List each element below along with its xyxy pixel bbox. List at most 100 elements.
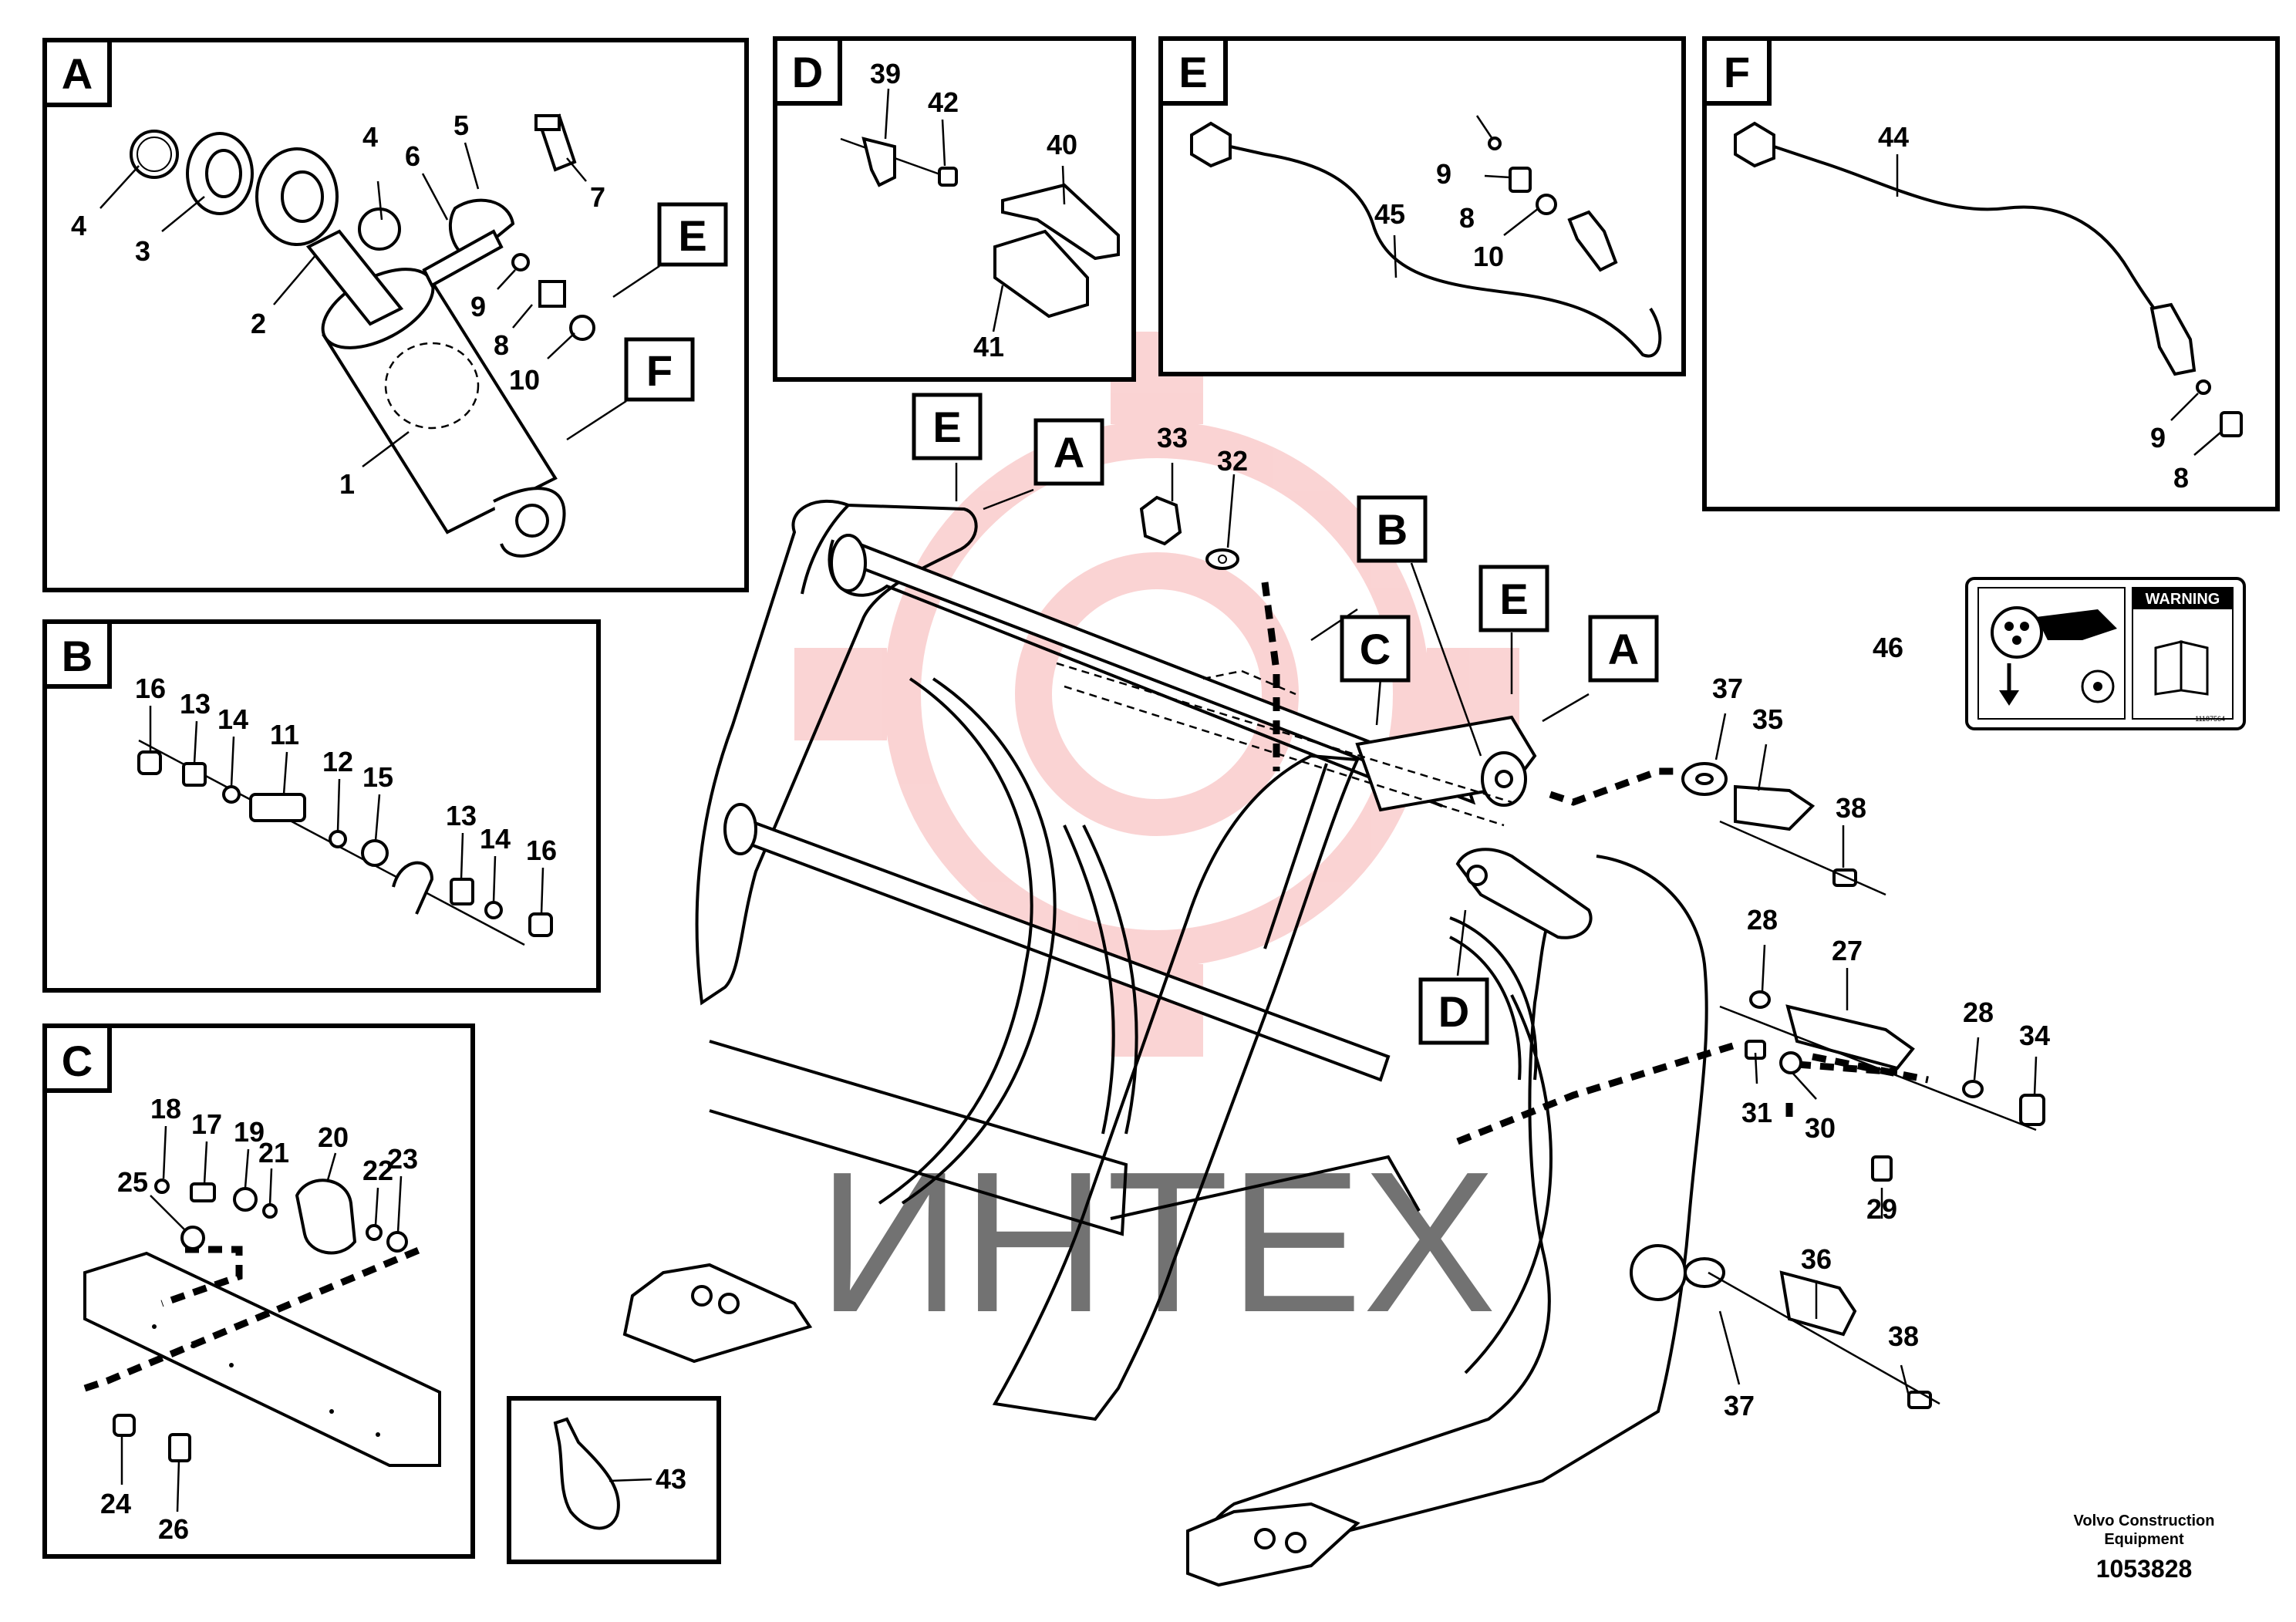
panel-a-leaders <box>99 142 660 467</box>
callout-10: 10 <box>1473 241 1504 272</box>
callout-19: 19 <box>234 1116 265 1148</box>
svg-text:E: E <box>678 211 706 260</box>
cable-tie-box: 43 <box>507 1396 721 1564</box>
callout-26: 26 <box>158 1513 189 1545</box>
panel-b-callouts: 16 13 14 11 12 15 13 14 16 <box>135 673 557 866</box>
callout-8: 8 <box>2173 462 2189 494</box>
panel-f-letter: F <box>1724 48 1750 96</box>
panel-b-leaders <box>149 706 544 915</box>
callout-11: 11 <box>270 719 299 750</box>
panel-f-callouts: 44 9 8 <box>1878 121 2189 494</box>
callout-41: 41 <box>973 331 1004 363</box>
callout-43: 43 <box>656 1463 686 1495</box>
callout-36: 36 <box>1801 1243 1832 1275</box>
svg-text:E: E <box>932 403 961 451</box>
callout-24: 24 <box>100 1488 131 1519</box>
panel-c-callouts: 18 17 19 21 20 22 23 25 24 26 <box>100 1093 418 1545</box>
callout-38: 38 <box>1888 1320 1919 1352</box>
svg-text:D: D <box>1438 987 1469 1036</box>
callout-40: 40 <box>1047 129 1077 160</box>
callout-12: 12 <box>322 746 353 777</box>
svg-text:A: A <box>1054 428 1084 477</box>
panel-a-callouts: 4 3 2 1 4 6 5 7 9 8 10 <box>71 110 605 500</box>
callout-14: 14 <box>480 823 511 855</box>
callout-17: 17 <box>191 1108 222 1140</box>
panel-a-ref-e: E <box>657 202 728 267</box>
callout-5: 5 <box>453 110 469 141</box>
warning-decal: WARNING 11187564 <box>1965 577 2246 730</box>
callout-4: 4 <box>362 121 378 153</box>
callout-27: 27 <box>1832 935 1863 966</box>
panel-d: D 39 42 40 41 <box>773 36 1136 382</box>
callout-1: 1 <box>339 468 355 500</box>
callout-7: 7 <box>590 181 605 213</box>
panel-d-letter: D <box>792 48 823 96</box>
panel-c-leaders <box>120 1125 403 1512</box>
main-ref-c: C <box>1340 615 1411 683</box>
callout-38: 38 <box>1836 792 1866 824</box>
callout-8: 8 <box>494 329 509 361</box>
footer-line2: Equipment <box>2104 1531 2184 1548</box>
callout-23: 23 <box>387 1143 418 1175</box>
panel-a: A <box>42 38 749 592</box>
callout-22: 22 <box>362 1155 393 1186</box>
callout-13: 13 <box>180 688 211 720</box>
callout-31: 31 <box>1741 1097 1772 1128</box>
svg-text:F: F <box>646 346 673 395</box>
callout-20: 20 <box>318 1121 349 1153</box>
callout-16: 16 <box>526 835 557 866</box>
callout-25: 25 <box>117 1166 148 1198</box>
callout-45: 45 <box>1374 198 1405 230</box>
callout-6: 6 <box>405 140 420 172</box>
watermark-gear-icon <box>884 421 1430 967</box>
callout-9: 9 <box>470 291 486 322</box>
panel-f: F 44 9 8 <box>1702 36 2280 511</box>
panel-d-callouts: 39 42 40 41 <box>870 58 1077 363</box>
callout-44: 44 <box>1878 121 1909 153</box>
main-ref-e-right: E <box>1478 565 1549 632</box>
panel-f-leaders <box>1896 154 2222 456</box>
main-ref-b: B <box>1357 495 1428 563</box>
main-ref-e-left: E <box>912 393 983 460</box>
panel-e-letter: E <box>1178 48 1207 96</box>
callout-9: 9 <box>2150 422 2166 454</box>
hydraulic-cylinder <box>305 198 566 558</box>
callout-46: 46 <box>1873 632 1903 663</box>
panel-a-letter: A <box>62 49 93 98</box>
svg-text:E: E <box>1499 575 1528 623</box>
callout-16: 16 <box>135 673 166 704</box>
watermark-text: ИНТЕХ <box>818 1131 1496 1354</box>
main-ref-a-left: A <box>1033 418 1104 486</box>
callout-13: 13 <box>446 800 477 831</box>
callout-3: 3 <box>135 235 150 267</box>
callout-4: 4 <box>71 210 86 241</box>
callout-39: 39 <box>870 58 901 89</box>
footer: Volvo Construction Equipment 1053828 <box>2074 1512 2215 1583</box>
main-ref-d: D <box>1418 977 1489 1045</box>
callout-9: 9 <box>1436 158 1451 190</box>
callout-21: 21 <box>258 1137 289 1168</box>
panel-a-ref-f: F <box>624 337 695 402</box>
callout-8: 8 <box>1459 202 1475 234</box>
callout-37: 37 <box>1724 1390 1755 1421</box>
panel-d-leaders <box>884 88 1066 332</box>
decal-code: 11187564 <box>2195 715 2225 723</box>
warning-label: WARNING <box>2146 591 2220 608</box>
grapple-assembly <box>622 500 1929 1587</box>
main-leaders <box>955 463 2060 1397</box>
panel-b: B 16 13 14 11 12 15 13 <box>42 619 601 993</box>
callout-18: 18 <box>150 1093 181 1125</box>
panel-e-leaders <box>1393 115 1539 278</box>
footer-line1: Volvo Construction <box>2074 1512 2215 1529</box>
svg-text:C: C <box>1360 625 1391 673</box>
callout-29: 29 <box>1866 1193 1897 1225</box>
panel-e: E 9 8 10 45 <box>1158 36 1686 376</box>
callout-28: 28 <box>1963 996 1994 1028</box>
callout-15: 15 <box>362 761 393 793</box>
callout-32: 32 <box>1217 445 1248 477</box>
callout-42: 42 <box>928 86 959 118</box>
callout-10: 10 <box>509 364 540 396</box>
manual-book-icon <box>2154 640 2209 696</box>
svg-text:A: A <box>1608 625 1639 673</box>
